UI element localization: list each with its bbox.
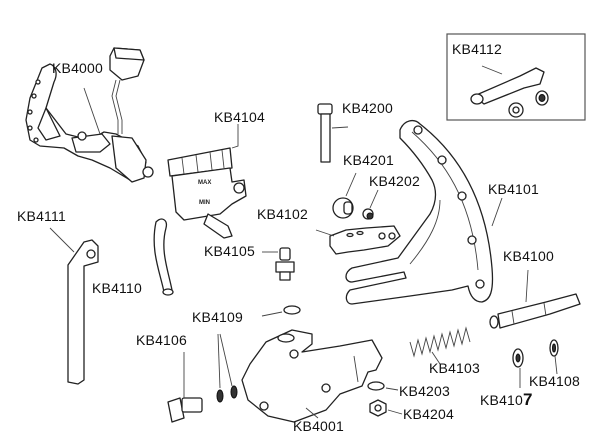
label-kb4109: KB4109 (192, 309, 244, 325)
small-nut (362, 189, 379, 220)
label-kb4001: KB4001 (293, 418, 345, 434)
washer-4203 (367, 381, 399, 391)
label-kb4112: KB4112 (452, 41, 502, 57)
label-kb4111: KB4111 (17, 208, 66, 224)
master-cylinder-assembly (25, 47, 154, 183)
reservoir-max-mark: MAX (198, 180, 211, 186)
label-kb4107: KB4107 (480, 391, 533, 408)
banjo-bolt (167, 352, 203, 423)
label-kb4106: KB4106 (136, 332, 188, 348)
label-kb4200: KB4200 (342, 100, 394, 116)
label-kb4100: KB4100 (503, 248, 555, 264)
spring (409, 326, 471, 365)
label-kb4101: KB4101 (488, 181, 540, 197)
label-kb4202: KB4202 (369, 173, 421, 189)
label-kb4105: KB4105 (204, 243, 256, 259)
label-kb4107-suffix: 7 (523, 390, 533, 409)
label-kb4203: KB4203 (399, 383, 451, 399)
label-kb4102: KB4102 (257, 206, 309, 222)
label-kb4204: KB4204 (403, 406, 455, 422)
label-kb4103: KB4103 (429, 360, 481, 376)
inset-shaft-assembly (470, 65, 549, 118)
label-kb4000: KB4000 (52, 60, 104, 76)
washers (216, 305, 301, 403)
long-bolt (317, 103, 349, 163)
label-kb4107-prefix: KB410 (480, 392, 524, 408)
label-kb4108: KB4108 (529, 373, 581, 389)
spacer (332, 172, 357, 219)
bleed-fitting (262, 247, 295, 281)
bushing-4108 (549, 339, 559, 375)
nut-4204 (369, 399, 403, 417)
hose (153, 218, 174, 296)
label-kb4110: KB4110 (92, 280, 142, 296)
label-kb4104: KB4104 (214, 109, 266, 125)
linkage-block (315, 225, 401, 255)
pedal-arm (345, 119, 503, 305)
mounting-plate (241, 329, 383, 423)
bushing-4107 (512, 348, 524, 388)
bracket-strap (49, 227, 99, 385)
reservoir-min-mark: MIN (199, 200, 210, 206)
label-kb4201: KB4201 (343, 152, 395, 168)
fluid-reservoir: MAX MIN (167, 124, 247, 239)
pivot-shaft (489, 269, 581, 329)
